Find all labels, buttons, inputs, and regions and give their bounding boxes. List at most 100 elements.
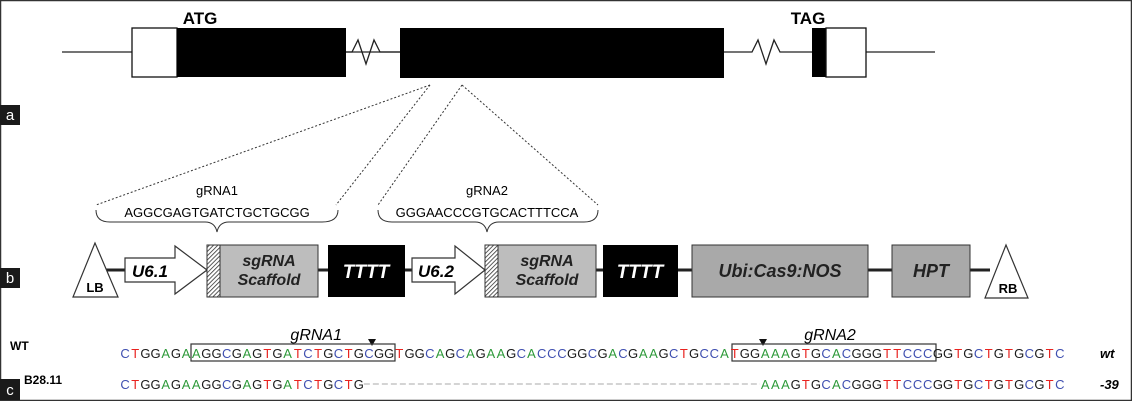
base-G: G (374, 346, 384, 361)
base-A: A (771, 346, 780, 361)
u6-1-promoter-arrow (124, 244, 208, 296)
cut-site-1-arrowhead (368, 339, 376, 346)
base-A: A (497, 346, 506, 361)
svg-text:a: a (6, 107, 15, 124)
cas9-label: Ubi:Cas9:NOS (718, 261, 841, 281)
base-C: C (537, 346, 546, 361)
base-G: G (1014, 377, 1024, 392)
base-C: C (303, 377, 312, 392)
base-C: C (923, 346, 932, 361)
u6-2-label: U6.2 (418, 262, 454, 281)
base-T: T (294, 377, 302, 392)
base-A: A (192, 377, 201, 392)
base-A: A (761, 346, 770, 361)
hpt-label: HPT (913, 261, 951, 281)
base-G: G (811, 346, 821, 361)
base-G: G (791, 346, 801, 361)
base-G: G (750, 346, 760, 361)
left-border-triangle (72, 241, 119, 298)
base-T: T (345, 346, 353, 361)
base-C: C (120, 377, 129, 392)
base-G: G (933, 377, 943, 392)
base-T: T (314, 346, 322, 361)
base-C: C (903, 346, 912, 361)
sgrna-scaffold-2 (497, 244, 597, 298)
guide-1-brace (95, 209, 339, 233)
base-T: T (802, 346, 810, 361)
base-G: G (171, 346, 181, 361)
hpt-cassette (891, 244, 971, 298)
base-C: C (222, 377, 231, 392)
base-G: G (252, 377, 262, 392)
base-G: G (354, 377, 364, 392)
base-C: C (710, 346, 719, 361)
base-A: A (527, 346, 536, 361)
right-border-triangle (984, 243, 1029, 299)
exon-1 (177, 28, 346, 77)
base-T: T (802, 377, 810, 392)
base-G: G (1034, 346, 1044, 361)
base-A: A (243, 377, 252, 392)
cut-site-2-arrowhead (759, 339, 767, 346)
start-codon-label: ATG (183, 9, 218, 28)
spacer-1-hatched (206, 244, 221, 298)
base-A: A (436, 346, 445, 361)
base-A: A (466, 346, 475, 361)
base-A: A (182, 346, 191, 361)
base-G: G (994, 377, 1004, 392)
base-A: A (192, 346, 201, 361)
svg-text:b: b (6, 270, 14, 287)
base-G: G (852, 346, 862, 361)
base-C: C (1055, 377, 1064, 392)
base-G: G (476, 346, 486, 361)
base-T: T (893, 346, 901, 361)
base-A: A (720, 346, 729, 361)
base-A: A (781, 377, 790, 392)
base-A: A (161, 346, 170, 361)
base-C: C (1025, 377, 1034, 392)
gRNA2-target-box (731, 343, 937, 362)
base-C: C (974, 346, 983, 361)
intron-break-1 (346, 38, 400, 67)
scaffold-1-line1: sgRNA (242, 253, 295, 270)
intron-break-2 (724, 38, 812, 67)
base-G: G (445, 346, 455, 361)
base-C: C (913, 377, 922, 392)
base-G: G (567, 346, 577, 361)
base-A: A (771, 377, 780, 392)
base-T: T (954, 377, 962, 392)
base-G: G (577, 346, 587, 361)
terminator-1-label: TTTT (343, 262, 391, 283)
base-T: T (985, 377, 993, 392)
base-T: T (345, 377, 353, 392)
scaffold-2-line1: sgRNA (520, 253, 573, 270)
base-G: G (791, 377, 801, 392)
base-C: C (842, 346, 851, 361)
terminator-1 (328, 245, 405, 297)
base-A: A (781, 346, 790, 361)
base-G: G (272, 346, 282, 361)
panel-label-c: c (0, 379, 20, 400)
base-G: G (872, 346, 882, 361)
construct-map: LB U6.1 sgRNA Scaffold TTTT U6.2 sgRNA S… (72, 241, 1029, 299)
zoom-lines (95, 84, 599, 206)
base-C: C (669, 346, 678, 361)
terminator-2 (603, 245, 678, 297)
base-T: T (263, 346, 271, 361)
base-C: C (1055, 346, 1064, 361)
scaffold-1-line2: Scaffold (238, 272, 302, 289)
base-A: A (487, 346, 496, 361)
panel-label-a: a (0, 105, 20, 125)
base-C: C (334, 346, 343, 361)
base-T: T (294, 346, 302, 361)
base-T: T (1005, 346, 1013, 361)
base-G: G (232, 377, 242, 392)
base-G: G (689, 346, 699, 361)
base-T: T (893, 377, 901, 392)
base-G: G (1034, 377, 1044, 392)
guide-1-name: gRNA1 (196, 183, 238, 198)
guide-2-name: gRNA2 (466, 183, 508, 198)
base-G: G (943, 377, 953, 392)
base-G: G (943, 346, 953, 361)
